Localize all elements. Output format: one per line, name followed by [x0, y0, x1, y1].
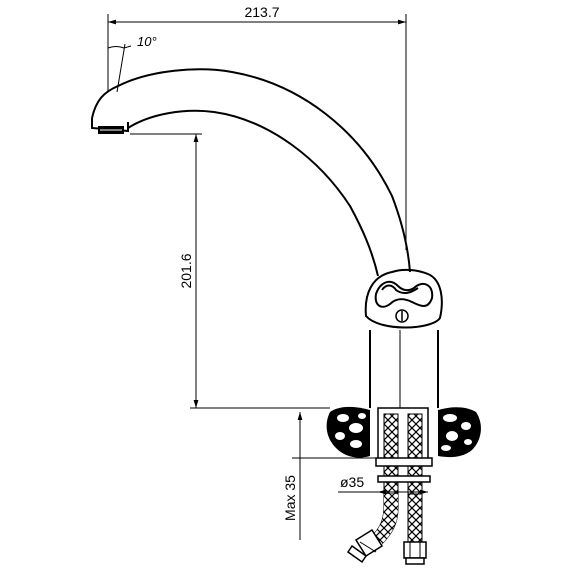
angle-label: 10°: [137, 34, 157, 49]
max-thickness-label: Max 35: [282, 475, 298, 521]
height-dimension: 201.6: [130, 133, 330, 409]
width-dimension: 213.7: [107, 4, 407, 250]
diameter-label: ø35: [340, 474, 364, 490]
faucet-body: [364, 268, 443, 408]
mounting-assembly: [346, 407, 433, 565]
width-label: 213.7: [244, 4, 279, 20]
countertop-section: [326, 406, 481, 458]
max-thickness-dimension: Max 35: [282, 412, 376, 540]
angle-dimension: 10°: [107, 34, 157, 93]
height-label: 201.6: [178, 253, 194, 288]
spout: [91, 68, 411, 277]
diameter-dimension: ø35: [338, 474, 428, 495]
